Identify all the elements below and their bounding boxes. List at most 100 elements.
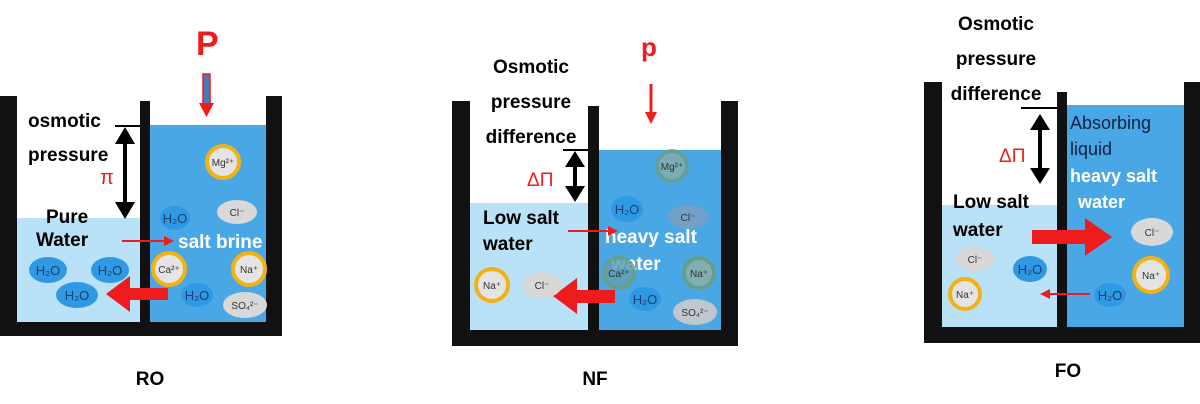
ro-pressure-arrow bbox=[199, 73, 214, 117]
nf-left-water bbox=[470, 203, 588, 330]
ro-panel: P osmotic pressure π Pure Water salt bri… bbox=[0, 25, 282, 390]
fo-right-wall bbox=[1184, 82, 1200, 343]
nf-title: NF bbox=[582, 369, 607, 390]
fo-ion-h2o-r: H₂O bbox=[1094, 283, 1126, 307]
ro-pure-label-2: Water bbox=[36, 230, 89, 251]
nf-ion-mg: Mg²⁺ bbox=[655, 149, 689, 183]
nf-diff-label-1: Osmotic bbox=[493, 57, 569, 78]
svg-text:Ca²⁺: Ca²⁺ bbox=[158, 265, 179, 276]
nf-heavy-label-1: heavy salt bbox=[605, 227, 698, 248]
svg-text:H₂O: H₂O bbox=[163, 211, 188, 226]
fo-ion-h2o-l: H₂O bbox=[1013, 256, 1047, 282]
ro-ion-h2o-r2: H₂O bbox=[181, 283, 213, 307]
ro-pure-label-1: Pure bbox=[46, 207, 88, 228]
nf-right-wall bbox=[721, 101, 738, 346]
fo-ion-na-l: Na⁺ bbox=[948, 277, 982, 311]
fo-heavy-label-2: water bbox=[1077, 192, 1125, 212]
nf-bottom-wall bbox=[452, 330, 738, 346]
nf-low-label-1: Low salt bbox=[483, 208, 560, 229]
ro-osmotic-double-arrow bbox=[115, 127, 135, 219]
fo-big-flow-arrow bbox=[1032, 218, 1112, 256]
svg-text:H₂O: H₂O bbox=[185, 288, 210, 303]
ro-ion-h2o-l3: H₂O bbox=[56, 282, 98, 308]
ro-ion-h2o-l2: H₂O bbox=[91, 257, 129, 283]
nf-big-flow-arrow bbox=[553, 278, 615, 314]
ro-left-wall bbox=[0, 96, 17, 336]
svg-text:Cl⁻: Cl⁻ bbox=[1145, 228, 1160, 239]
svg-text:Na⁺: Na⁺ bbox=[690, 269, 708, 280]
svg-text:H₂O: H₂O bbox=[65, 288, 90, 303]
fo-abs-label-1: Absorbing bbox=[1070, 113, 1151, 133]
ro-ion-h2o-r1: H₂O bbox=[160, 206, 190, 230]
ro-pressure-label: P bbox=[196, 25, 219, 63]
svg-text:H₂O: H₂O bbox=[1018, 262, 1043, 277]
ro-ion-mg: Mg²⁺ bbox=[205, 144, 241, 180]
ro-ion-so4: SO₄²⁻ bbox=[223, 292, 267, 318]
ro-brine-label: salt brine bbox=[178, 232, 262, 253]
nf-membrane bbox=[588, 106, 599, 330]
nf-panel: p Osmotic pressure difference ΔΠ Low sal… bbox=[452, 32, 738, 390]
svg-text:SO₄²⁻: SO₄²⁻ bbox=[681, 308, 708, 319]
nf-ion-h2o-r: H₂O bbox=[629, 287, 661, 311]
ro-ion-cl: Cl⁻ bbox=[217, 200, 257, 224]
fo-diff-label-3: difference bbox=[951, 84, 1042, 105]
nf-osmotic-double-arrow bbox=[565, 151, 585, 202]
nf-ion-cl-r: Cl⁻ bbox=[668, 205, 708, 229]
svg-text:H₂O: H₂O bbox=[98, 263, 123, 278]
fo-low-label-1: Low salt bbox=[953, 192, 1030, 213]
fo-panel: Osmotic pressure difference ΔΠ Absorbing… bbox=[924, 14, 1200, 382]
ro-right-wall bbox=[266, 96, 282, 336]
fo-low-label-2: water bbox=[952, 220, 1003, 241]
ro-pi-label: π bbox=[100, 167, 114, 189]
fo-membrane bbox=[1057, 92, 1067, 327]
fo-ion-na-r: Na⁺ bbox=[1132, 256, 1170, 294]
fo-heavy-label-1: heavy salt bbox=[1070, 166, 1157, 186]
fo-left-wall bbox=[924, 82, 942, 343]
ro-title: RO bbox=[136, 369, 165, 390]
nf-ion-na-l: Na⁺ bbox=[474, 267, 510, 303]
fo-title: FO bbox=[1055, 361, 1081, 382]
svg-text:Cl⁻: Cl⁻ bbox=[968, 255, 983, 266]
nf-ion-so4: SO₄²⁻ bbox=[673, 299, 717, 325]
ro-ion-ca: Ca²⁺ bbox=[151, 251, 187, 287]
nf-ion-ca: Ca²⁺ bbox=[602, 256, 636, 290]
nf-ion-cl-l: Cl⁻ bbox=[522, 272, 562, 298]
svg-text:H₂O: H₂O bbox=[615, 202, 640, 217]
ro-ion-na: Na⁺ bbox=[231, 251, 267, 287]
svg-text:Na⁺: Na⁺ bbox=[956, 290, 974, 301]
fo-right-water bbox=[1067, 105, 1184, 327]
fo-dpi-label: ΔΠ bbox=[999, 146, 1025, 167]
fo-osmotic-double-arrow bbox=[1030, 114, 1050, 184]
nf-diff-label-2: pressure bbox=[491, 92, 571, 113]
nf-dpi-label: ΔΠ bbox=[527, 170, 553, 191]
ro-osmotic-label-2: pressure bbox=[28, 145, 108, 166]
svg-text:H₂O: H₂O bbox=[633, 292, 658, 307]
fo-abs-label-2: liquid bbox=[1070, 139, 1112, 159]
svg-text:Na⁺: Na⁺ bbox=[240, 265, 258, 276]
ro-bottom-wall bbox=[0, 322, 282, 336]
nf-ion-na-r: Na⁺ bbox=[682, 256, 716, 290]
fo-diff-label-2: pressure bbox=[956, 49, 1036, 70]
svg-text:Mg²⁺: Mg²⁺ bbox=[212, 158, 235, 169]
svg-text:Na⁺: Na⁺ bbox=[483, 281, 501, 292]
svg-text:H₂O: H₂O bbox=[36, 263, 61, 278]
fo-ion-cl-r: Cl⁻ bbox=[1131, 218, 1173, 246]
svg-text:Mg²⁺: Mg²⁺ bbox=[661, 162, 684, 173]
svg-text:Na⁺: Na⁺ bbox=[1142, 271, 1160, 282]
ro-ion-h2o-l1: H₂O bbox=[29, 257, 67, 283]
nf-pressure-label: p bbox=[641, 32, 657, 62]
svg-text:H₂O: H₂O bbox=[1098, 288, 1123, 303]
svg-text:Cl⁻: Cl⁻ bbox=[230, 208, 245, 219]
svg-text:Ca²⁺: Ca²⁺ bbox=[608, 269, 629, 280]
fo-bottom-wall bbox=[924, 327, 1200, 343]
nf-low-label-2: water bbox=[482, 234, 533, 255]
nf-left-wall bbox=[452, 101, 470, 346]
nf-ion-h2o-l: H₂O bbox=[611, 196, 643, 222]
fo-ion-cl-l: Cl⁻ bbox=[955, 247, 995, 271]
ro-osmotic-label-1: osmotic bbox=[28, 111, 101, 132]
nf-diff-label-3: difference bbox=[486, 127, 577, 148]
svg-text:Cl⁻: Cl⁻ bbox=[681, 213, 696, 224]
svg-text:SO₄²⁻: SO₄²⁻ bbox=[231, 301, 258, 312]
ro-big-flow-arrow bbox=[106, 276, 168, 312]
